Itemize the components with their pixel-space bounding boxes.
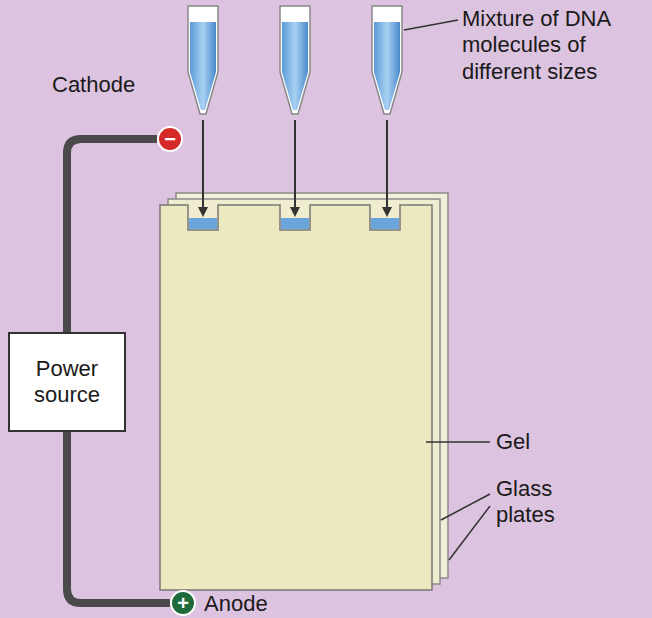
power-source-box: Power source bbox=[8, 332, 126, 432]
node-text: + bbox=[177, 593, 189, 613]
dna-sample-well bbox=[189, 218, 217, 229]
electrode-label: Anode bbox=[204, 591, 304, 617]
sample-tubes bbox=[188, 6, 402, 114]
anode-terminal: + bbox=[170, 590, 196, 616]
power-wire bbox=[67, 139, 157, 332]
electrode-label: Cathode bbox=[52, 72, 162, 98]
node-text: − bbox=[164, 129, 176, 149]
leader-lines bbox=[404, 20, 490, 560]
loading-arrows bbox=[203, 120, 387, 212]
node-text: Power source bbox=[18, 356, 116, 409]
cathode-terminal: − bbox=[157, 126, 183, 152]
sample-label: Mixture of DNA molecules of different si… bbox=[462, 6, 648, 85]
power-wire bbox=[67, 432, 170, 603]
part-label: Gel bbox=[496, 429, 576, 455]
part-label: Glass plates bbox=[496, 476, 596, 529]
dna-sample-well bbox=[371, 218, 399, 229]
gel-slab bbox=[160, 205, 432, 590]
dna-sample-well bbox=[281, 218, 309, 229]
